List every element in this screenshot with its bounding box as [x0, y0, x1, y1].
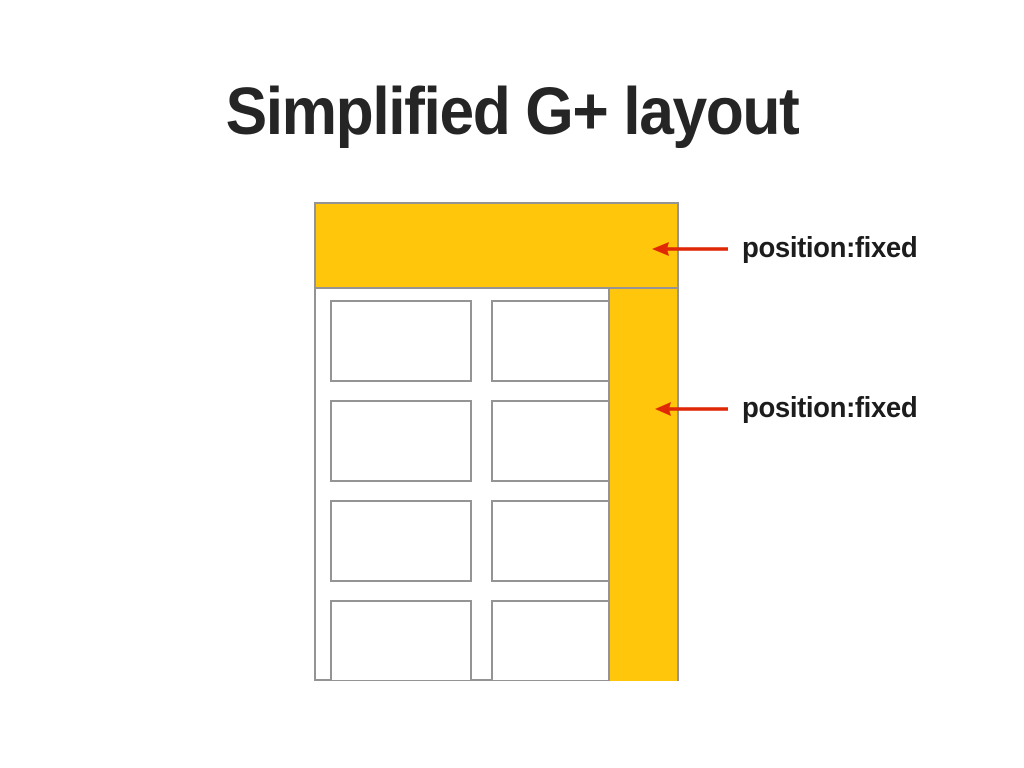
fixed-header-bar [316, 204, 677, 289]
arrow-left-icon [655, 401, 728, 416]
content-card [330, 600, 472, 681]
content-card [330, 500, 472, 582]
content-card [330, 300, 472, 382]
annotation-sidebar: position:fixed [652, 392, 927, 425]
annotation-header-label: position:fixed [742, 232, 918, 264]
page-title: Simplified G+ layout [225, 74, 800, 149]
layout-diagram [314, 202, 679, 681]
fixed-right-sidebar [608, 289, 677, 681]
annotation-sidebar-label: position:fixed [742, 392, 918, 424]
content-card [330, 400, 472, 482]
arrow-left-icon [652, 241, 728, 256]
annotation-header: position:fixed [648, 232, 927, 265]
